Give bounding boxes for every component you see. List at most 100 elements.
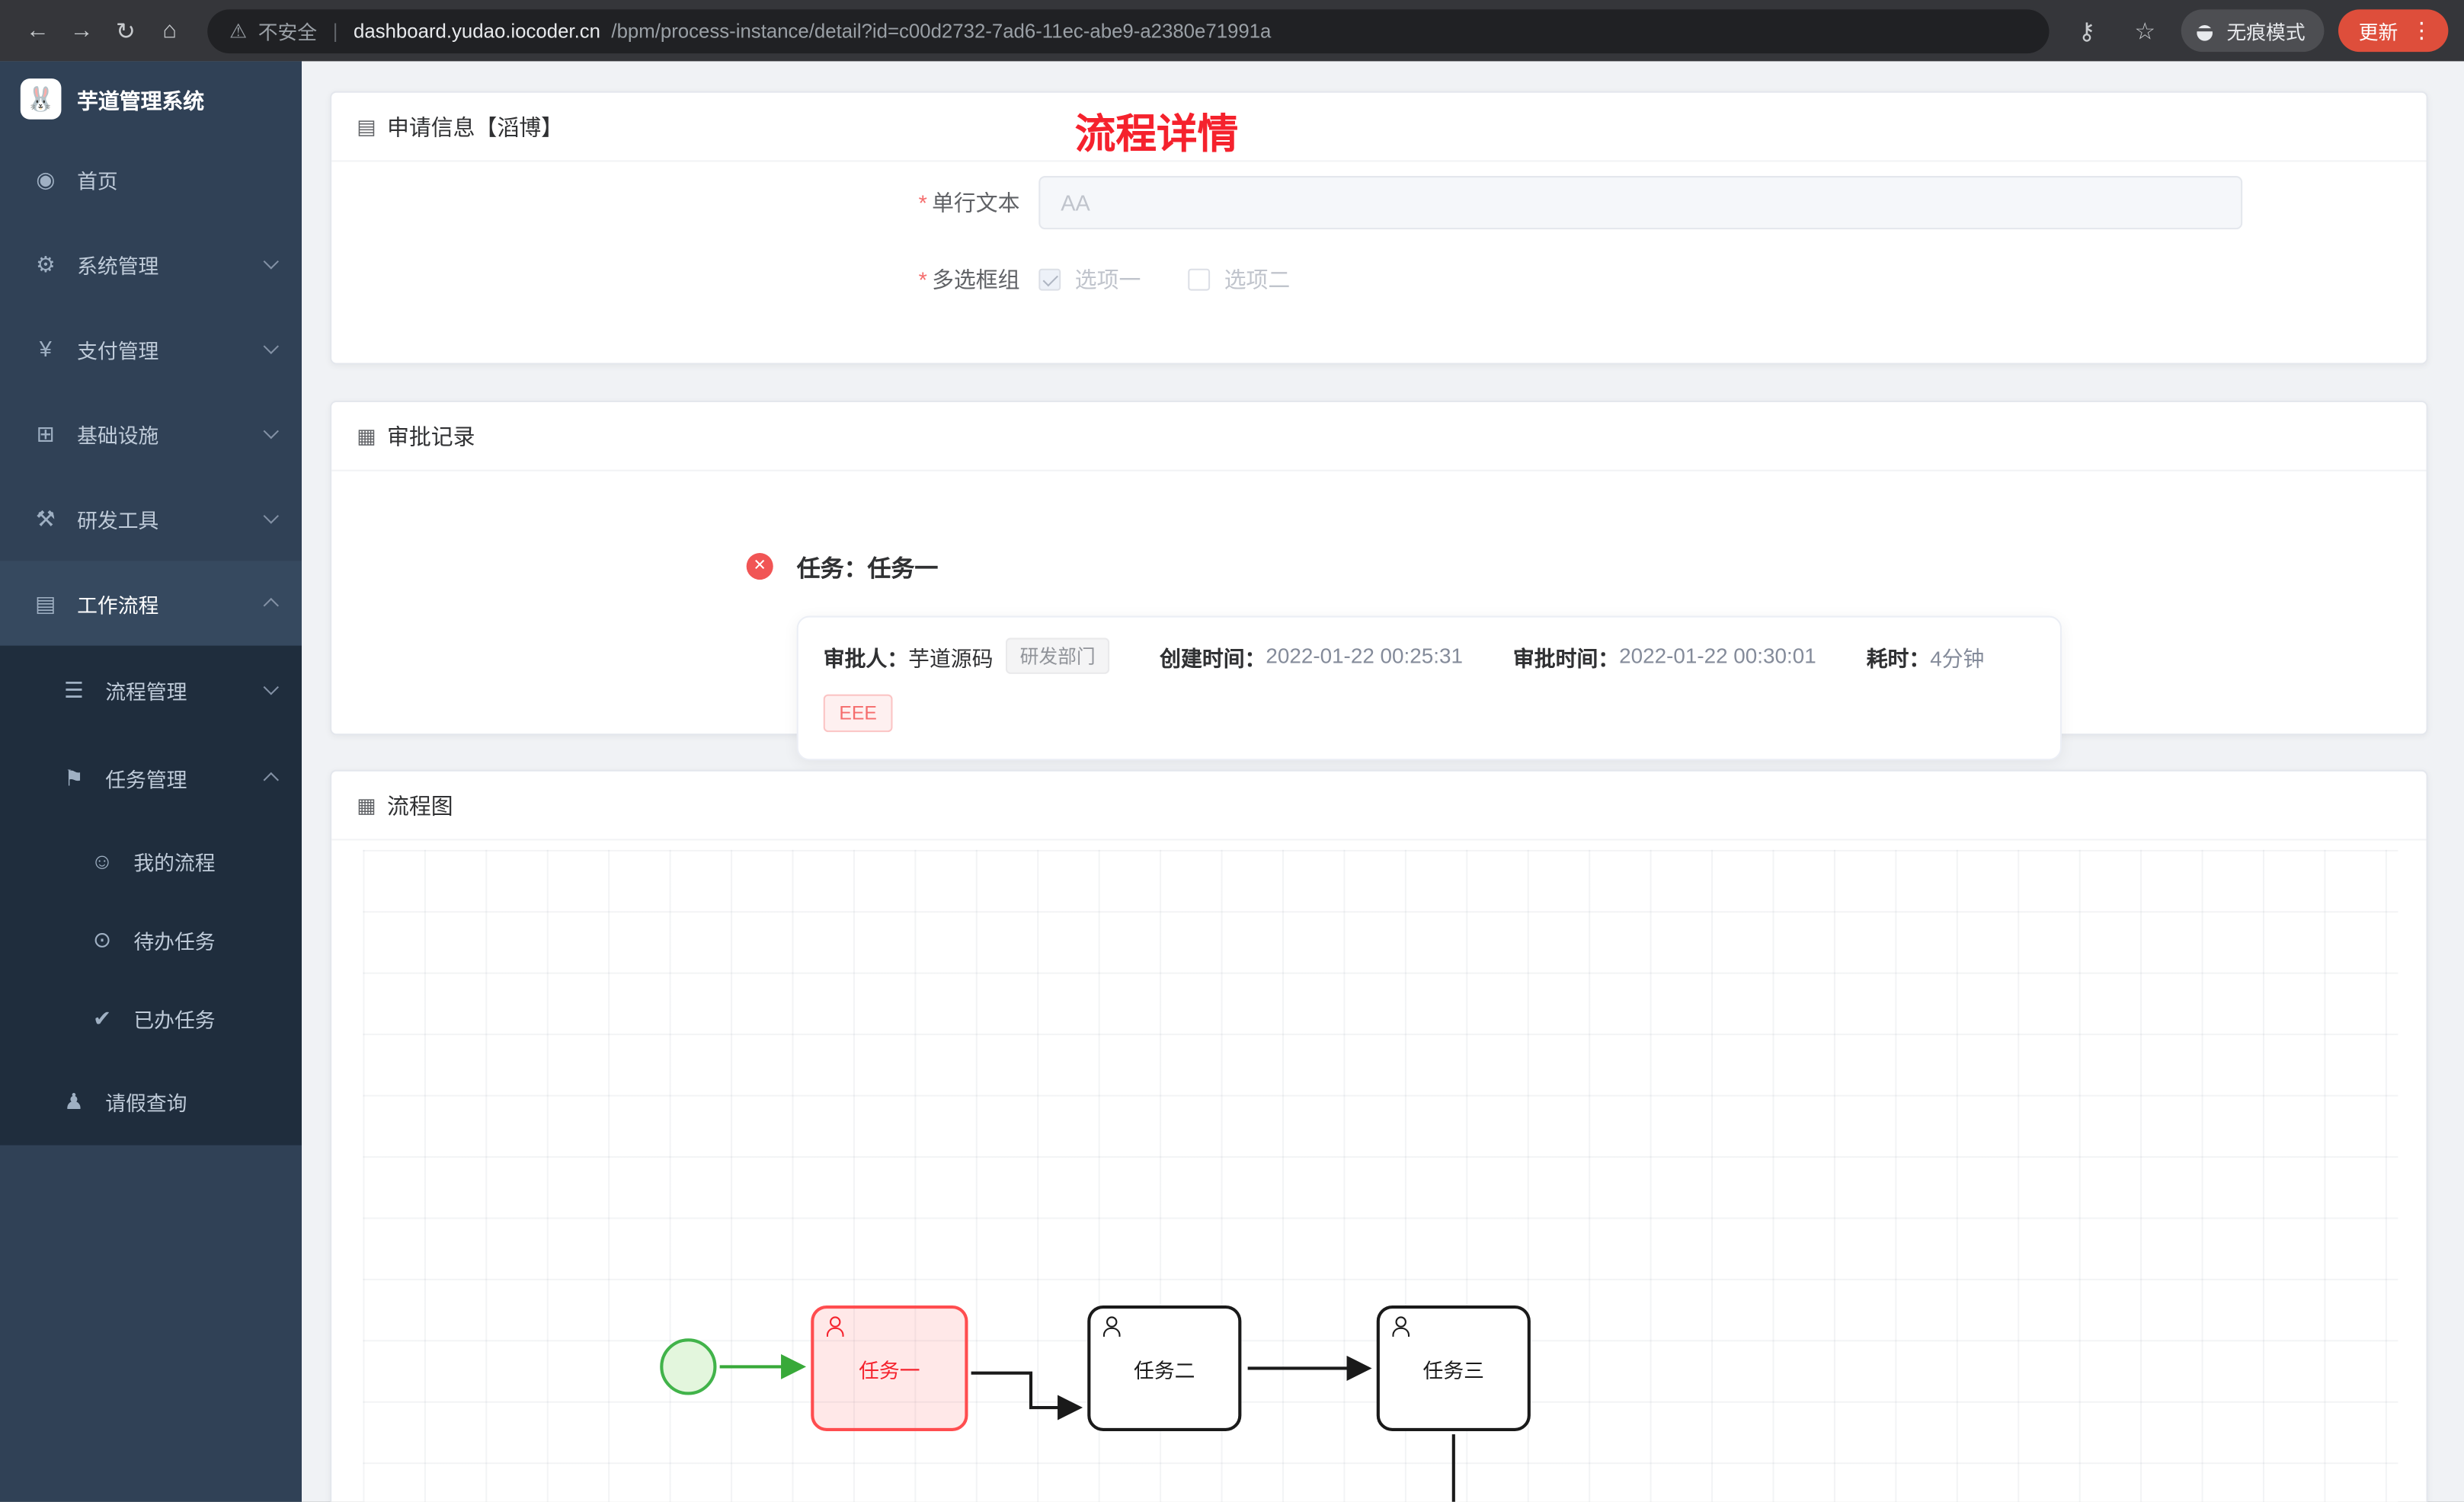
form-row-checkbox: *多选框组 选项一 选项二 [837, 264, 2426, 296]
home-icon[interactable]: ⌂ [162, 17, 178, 44]
duration-value: 4分钟 [1930, 646, 1985, 670]
form-row-text: *单行文本 AA [837, 176, 2426, 230]
tools-icon: ⚒ [35, 505, 56, 531]
approval-record-card: ▦ 审批记录 ✕ 任务：任务一 审批人： 芋道源码 研发部门 创建时间： 202… [330, 400, 2428, 761]
yen-icon: ¥ [39, 336, 52, 362]
my-process-icon: ☺ [91, 848, 114, 874]
checkbox-checked-icon[interactable] [1038, 268, 1061, 291]
process-list-icon: ☰ [63, 676, 84, 701]
menu-dots-icon[interactable]: ⋮ [2410, 17, 2433, 43]
url-path: /bpm/process-instance/detail?id=c00d2732… [611, 19, 1272, 42]
logo-rabbit-icon: 🐰 [20, 78, 62, 120]
password-key-icon[interactable]: ⚷ [2078, 18, 2096, 45]
sidebar-item-leave-query[interactable]: ♟ 请假查询 [0, 1057, 302, 1146]
reload-icon[interactable]: ↻ [116, 18, 136, 45]
required-mark: * [918, 190, 927, 216]
checkbox-label: 选项一 [1074, 267, 1141, 292]
back-icon[interactable]: ← [26, 17, 50, 44]
task-title: 任务：任务一 [796, 556, 939, 583]
bookmark-star-icon[interactable]: ☆ [2134, 18, 2156, 45]
bpmn-connectors [719, 1353, 1455, 1502]
sidebar-item-label: 首页 [77, 168, 118, 193]
approval-detail-line: 审批人： 芋道源码 研发部门 创建时间： 2022-01-22 00:25:31… [823, 638, 2035, 674]
security-label: 不安全 [258, 21, 318, 44]
sidebar-item-done-tasks[interactable]: ✔ 已办任务 [0, 979, 302, 1057]
sidebar-item-task-mgmt[interactable]: ⚑ 任务管理 [0, 733, 302, 822]
approved-label: 审批时间： [1512, 646, 1620, 670]
checkbox-unchecked-icon[interactable] [1188, 268, 1211, 291]
gear-icon: ⚙ [35, 250, 56, 276]
check-icon: ✔ [92, 1004, 112, 1030]
task-label: 任务二 [1134, 1358, 1195, 1382]
bpmn-canvas[interactable]: 任务一 任务二 任务三 [363, 849, 2398, 1502]
main-content: 流程详情 ▤ 申请信息【滔博】 *单行文本 AA *多选框组 选项一 [302, 61, 2464, 1502]
sidebar-item-payment[interactable]: ¥ 支付管理 [0, 306, 302, 391]
bpmn-task-3[interactable]: 任务三 [1376, 1305, 1531, 1431]
sidebar-item-infrastructure[interactable]: ⊞ 基础设施 [0, 391, 302, 476]
diagram-card-header: ▦ 流程图 [331, 772, 2427, 841]
checkbox-group-label: *多选框组 [837, 264, 1020, 296]
bpmn-start-event[interactable] [660, 1338, 717, 1395]
approval-detail-panel: 审批人： 芋道源码 研发部门 创建时间： 2022-01-22 00:25:31… [796, 615, 2062, 761]
chevron-down-icon [263, 254, 279, 270]
workflow-submenu: ☰ 流程管理 ⚑ 任务管理 ☺ 我的流程 ⊙ 待办任务 ✔ 已办任务 [0, 645, 302, 1146]
text-field-label: *单行文本 [837, 187, 1020, 218]
sidebar-item-label: 待办任务 [133, 928, 216, 953]
url-separator: | [332, 19, 338, 42]
incognito-badge[interactable]: 无痕模式 [2181, 9, 2325, 53]
process-diagram-card: ▦ 流程图 [330, 769, 2428, 1502]
sidebar-item-label: 系统管理 [77, 254, 159, 278]
sidebar-item-system[interactable]: ⚙ 系统管理 [0, 222, 302, 306]
sidebar-item-my-process[interactable]: ☺ 我的流程 [0, 822, 302, 900]
task-flag-icon: ⚑ [63, 764, 84, 790]
checkbox-option-1[interactable]: 选项一 [1038, 264, 1141, 296]
chevron-down-icon [263, 338, 279, 354]
single-line-text-input[interactable]: AA [1038, 176, 2243, 230]
sidebar-item-home[interactable]: ◉ 首页 [0, 136, 302, 221]
apply-card-title: 申请信息【滔博】 [386, 113, 563, 139]
security-warning-icon[interactable]: ⚠ [229, 20, 248, 43]
sidebar-item-process-mgmt[interactable]: ☰ 流程管理 [0, 646, 302, 734]
task-label: 任务一 [859, 1358, 920, 1382]
workflow-icon: ▤ [35, 590, 56, 615]
task-label: 任务三 [1422, 1358, 1485, 1382]
approver-name: 芋道源码 [908, 646, 994, 670]
approval-card-header: ▦ 审批记录 [331, 402, 2427, 471]
record-icon: ▦ [357, 423, 376, 447]
sidebar-item-todo-tasks[interactable]: ⊙ 待办任务 [0, 900, 302, 979]
sidebar-item-label: 流程管理 [105, 679, 187, 703]
address-bar[interactable]: ⚠ 不安全 | dashboard.yudao.iocoder.cn/bpm/p… [207, 8, 2050, 53]
approver-label: 审批人： [823, 646, 909, 670]
url-host: dashboard.yudao.iocoder.cn [354, 19, 600, 42]
diagram-card-title: 流程图 [386, 792, 453, 818]
forward-icon[interactable]: → [69, 17, 94, 44]
bpmn-task-2[interactable]: 任务二 [1087, 1305, 1242, 1431]
department-tag: 研发部门 [1006, 638, 1110, 674]
app-logo[interactable]: 🐰 芋道管理系统 [0, 61, 302, 136]
chevron-down-icon [263, 679, 279, 695]
chevron-down-icon [263, 508, 279, 524]
update-browser-button[interactable]: 更新 ⋮ [2338, 9, 2449, 53]
sidebar-item-label: 请假查询 [105, 1091, 187, 1115]
approval-card-title: 审批记录 [386, 423, 475, 449]
sidebar: 🐰 芋道管理系统 ◉ 首页 ⚙ 系统管理 ¥ 支付管理 ⊞ 基础设施 ⚒ 研发工… [0, 61, 302, 1502]
document-icon: ▤ [357, 113, 376, 138]
dashboard-icon: ◉ [36, 165, 56, 191]
sidebar-item-label: 我的流程 [133, 850, 216, 874]
eye-icon: ⊙ [92, 925, 112, 951]
checkbox-option-2[interactable]: 选项二 [1188, 264, 1290, 296]
user-task-icon [825, 1316, 843, 1337]
sidebar-item-devtools[interactable]: ⚒ 研发工具 [0, 476, 302, 561]
sidebar-item-label: 基础设施 [77, 423, 159, 447]
sidebar-item-label: 任务管理 [105, 767, 187, 791]
chevron-up-icon [263, 772, 279, 788]
bpmn-task-1[interactable]: 任务一 [811, 1305, 968, 1431]
duration-label: 耗时： [1866, 646, 1931, 670]
approved-time: 2022-01-22 00:30:01 [1619, 644, 1816, 668]
user-task-icon [1390, 1316, 1410, 1337]
browser-toolbar: ← → ↻ ⌂ ⚠ 不安全 | dashboard.yudao.iocoder.… [0, 0, 2464, 62]
update-label: 更新 [2358, 21, 2398, 44]
chevron-up-icon [263, 597, 279, 614]
app-title: 芋道管理系统 [77, 89, 205, 113]
sidebar-item-workflow[interactable]: ▤ 工作流程 [0, 561, 302, 646]
